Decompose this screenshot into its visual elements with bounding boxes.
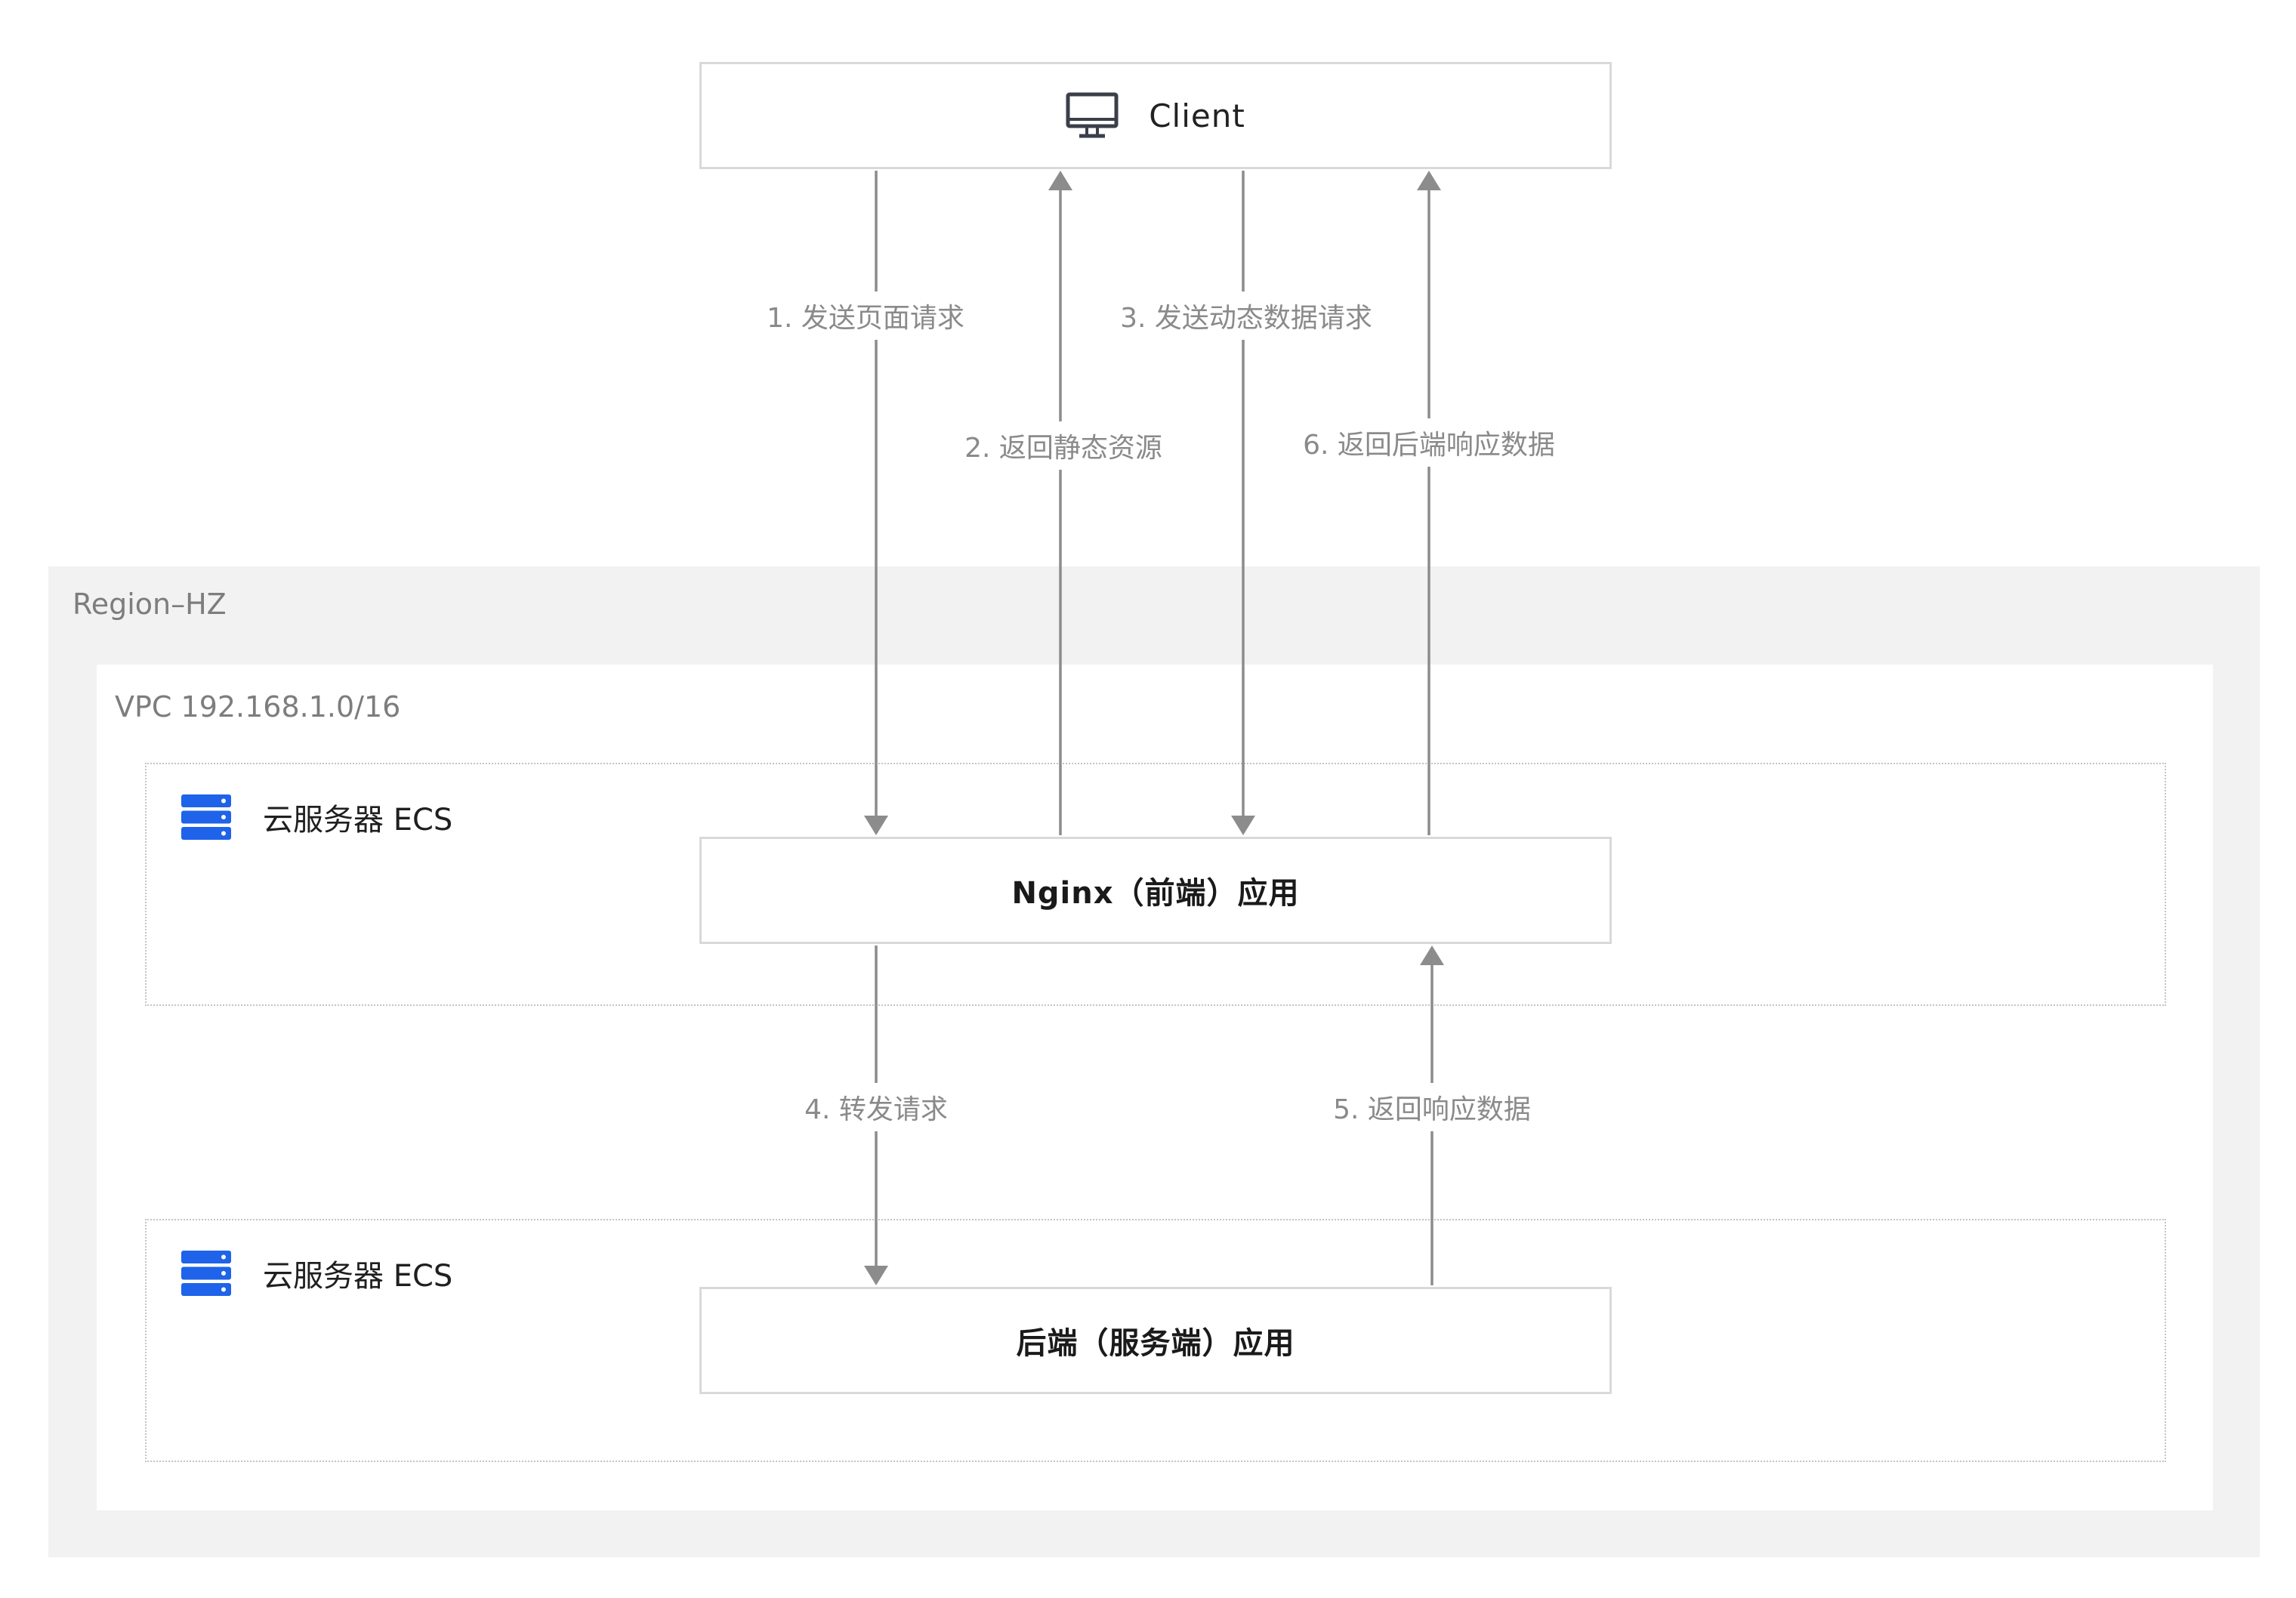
vpc-label: VPC 192.168.1.0/16 xyxy=(115,690,401,723)
ecs-title-frontend: 云服务器 ECS xyxy=(181,794,452,840)
flow-label-2: 2. 返回静态资源 xyxy=(960,421,1167,470)
monitor-icon xyxy=(1066,92,1119,138)
ecs-title-backend: 云服务器 ECS xyxy=(181,1251,452,1296)
server-icon xyxy=(181,794,231,840)
client-node[interactable]: Client xyxy=(699,62,1612,169)
flow-label-4: 4. 转发请求 xyxy=(800,1083,952,1131)
client-label: Client xyxy=(1149,97,1245,134)
ecs-zone-backend xyxy=(145,1219,2166,1462)
ecs-zone-frontend xyxy=(145,763,2166,1006)
flow-label-1: 1. 发送页面请求 xyxy=(762,292,969,340)
ecs-title-text: 云服务器 ECS xyxy=(263,1259,453,1294)
ecs-title-text: 云服务器 ECS xyxy=(263,803,453,838)
arrowhead-6 xyxy=(1417,171,1441,190)
server-icon xyxy=(181,1251,231,1296)
flow-label-5: 5. 返回响应数据 xyxy=(1329,1083,1535,1131)
backend-server-node[interactable]: 后端（服务端）应用 xyxy=(699,1287,1612,1394)
arrowhead-2 xyxy=(1048,171,1072,190)
flow-label-6: 6. 返回后端响应数据 xyxy=(1298,418,1560,467)
nginx-frontend-node[interactable]: Nginx（前端）应用 xyxy=(699,837,1612,944)
region-label: Region–HZ xyxy=(73,588,227,621)
flow-label-3: 3. 发送动态数据请求 xyxy=(1116,292,1377,340)
